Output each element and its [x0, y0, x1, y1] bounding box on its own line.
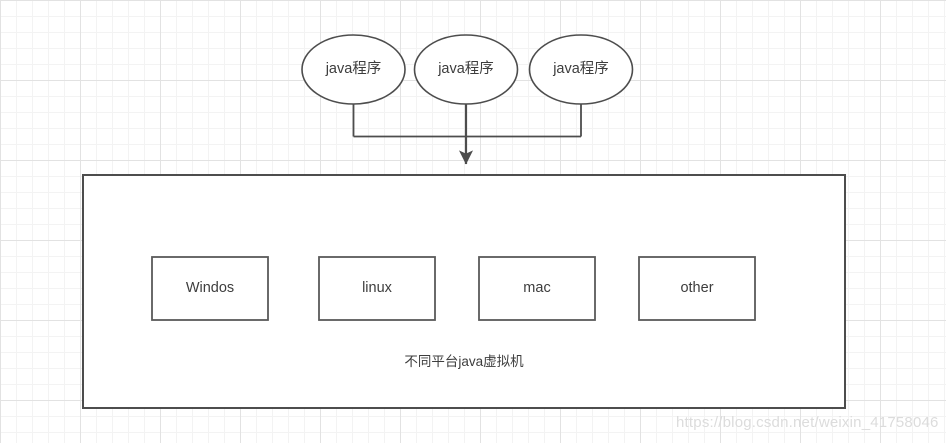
watermark-text: https://blog.csdn.net/weixin_41758046	[676, 414, 939, 431]
platform-box-linux[interactable]	[318, 256, 436, 321]
platform-box-mac[interactable]	[478, 256, 596, 321]
platform-box-windos[interactable]	[151, 256, 269, 321]
platform-box-other[interactable]	[638, 256, 756, 321]
java-program-ellipse-3[interactable]	[528, 34, 634, 105]
java-program-ellipse-2[interactable]	[413, 34, 519, 105]
java-program-ellipse-1[interactable]	[301, 34, 406, 105]
